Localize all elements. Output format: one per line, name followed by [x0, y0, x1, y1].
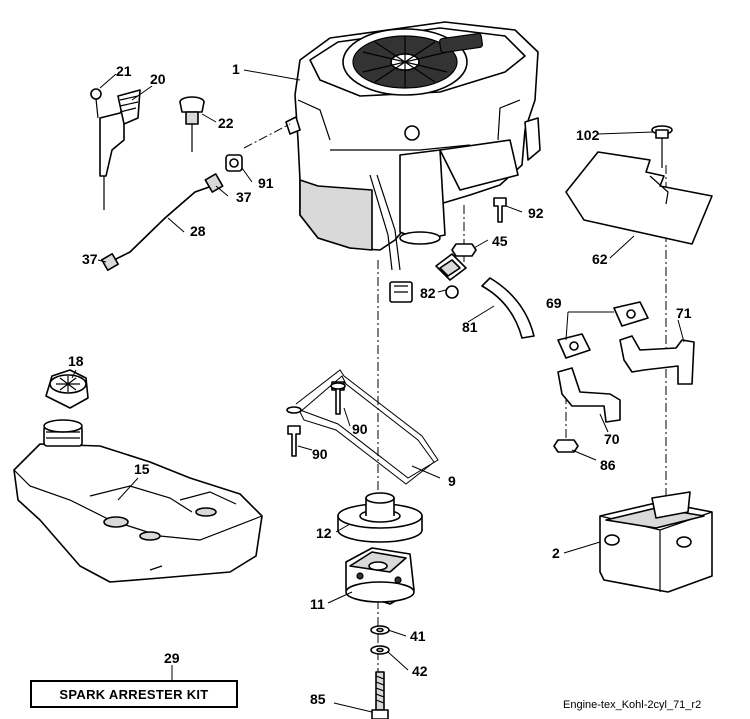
nut-45: [451, 243, 477, 257]
callout-15: 15: [134, 461, 150, 477]
nut-86: [553, 439, 579, 453]
callout-11: 11: [310, 596, 325, 612]
fuel-cap: [45, 369, 89, 409]
callout-90-lower: 90: [312, 446, 328, 462]
exhaust-pipe-70: [557, 367, 621, 423]
center-line-fitting: [243, 123, 291, 149]
callout-42: 42: [412, 663, 428, 679]
bolt-85: [371, 671, 389, 719]
callout-69: 69: [546, 295, 562, 311]
breather-hose: [481, 277, 535, 339]
callout-37-lower: 37: [82, 251, 98, 267]
callout-22: 22: [218, 115, 234, 131]
callout-28: 28: [190, 223, 206, 239]
callout-85: 85: [310, 691, 326, 707]
callout-91: 91: [258, 175, 274, 191]
bolt-92: [493, 197, 507, 223]
callout-20: 20: [150, 71, 166, 87]
callout-90-upper: 90: [352, 421, 368, 437]
callout-82: 82: [420, 285, 436, 301]
callout-92: 92: [528, 205, 544, 221]
callout-21: 21: [116, 63, 132, 79]
leader-lines: [71, 69, 685, 713]
choke-knob: [179, 96, 205, 152]
callout-37-upper: 37: [236, 189, 252, 205]
callout-18: 18: [68, 353, 84, 369]
drawing-id: Engine-tex_Kohl-2cyl_71_r2: [563, 699, 702, 711]
muffler: [599, 491, 713, 593]
exhaust-pipe-71: [619, 335, 695, 385]
callout-70: 70: [604, 431, 620, 447]
callout-86: 86: [600, 457, 616, 473]
callout-62: 62: [592, 251, 608, 267]
callout-45: 45: [492, 233, 508, 249]
callout-71: 71: [676, 305, 692, 321]
callout-29: 29: [164, 650, 180, 666]
heat-shield: [565, 151, 713, 245]
pto-clutch: [345, 547, 415, 605]
pulley: [337, 492, 423, 543]
fuel-fitting: [225, 154, 243, 172]
exhaust-gaskets: [557, 301, 649, 359]
callout-41: 41: [410, 628, 426, 644]
fuel-tank: [13, 419, 263, 583]
hose-clamp-left: [101, 253, 119, 271]
spark-arrester-kit-label: SPARK ARRESTER KIT: [30, 680, 238, 708]
sensor-82: [435, 253, 467, 299]
callout-2: 2: [552, 545, 560, 561]
throttle-bracket: [90, 88, 141, 210]
bolt-90-b: [287, 425, 301, 457]
callout-12: 12: [316, 525, 332, 541]
screw-102: [651, 125, 673, 168]
callout-1: 1: [232, 61, 240, 77]
callout-81: 81: [462, 319, 478, 335]
engine: [285, 21, 541, 303]
callout-9: 9: [448, 473, 456, 489]
callout-102: 102: [576, 127, 600, 143]
